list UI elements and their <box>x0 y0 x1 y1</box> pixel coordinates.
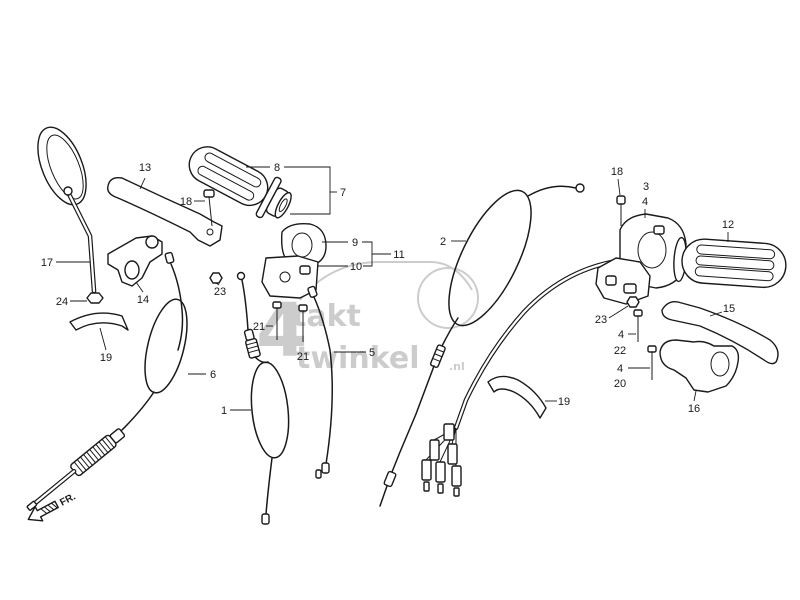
cable-2 <box>379 183 585 507</box>
front-arrow-icon <box>27 500 59 522</box>
grip-right <box>673 236 787 289</box>
housing-lower-left <box>261 255 319 299</box>
leader-line <box>693 390 697 402</box>
watermark-suffix: .nl <box>449 360 465 373</box>
callout: 6 <box>210 369 216 381</box>
callout: 18 <box>180 196 192 208</box>
lever-left <box>107 176 223 247</box>
switch-housing-right <box>595 213 687 305</box>
watermark-line1: takt <box>292 299 361 334</box>
lever-right <box>661 300 779 365</box>
leader-line <box>135 281 144 293</box>
screw-a <box>272 301 282 340</box>
cable-5 <box>307 285 333 479</box>
callout: 15 <box>723 303 735 315</box>
callout: 10 <box>350 261 362 273</box>
clamp-band-right <box>487 375 547 419</box>
lever-bracket-right <box>659 339 740 393</box>
callouts: 17 24 19 13 14 18 23 8 7 9 11 10 21 21 5… <box>41 162 735 417</box>
leader-line <box>608 305 629 319</box>
leader-lines <box>56 166 729 411</box>
callout: 23 <box>595 314 607 326</box>
cable-1 <box>236 271 290 525</box>
callout: 4 <box>617 363 623 375</box>
callout: 21 <box>297 351 309 363</box>
callout: 5 <box>369 347 375 359</box>
leader-line <box>139 177 146 190</box>
leader-line <box>215 282 220 286</box>
watermark-numeral: 4 <box>256 288 308 374</box>
leader-line <box>99 327 107 351</box>
callout: 12 <box>722 219 734 231</box>
screw-right-lower <box>647 345 657 380</box>
bolt-right <box>616 195 626 226</box>
callout: 22 <box>614 345 626 357</box>
callout: 1 <box>221 405 227 417</box>
bolt-left <box>203 189 215 227</box>
callout: 24 <box>56 296 68 308</box>
callout: 19 <box>100 352 112 364</box>
screw-right-upper <box>633 309 643 342</box>
connector-block <box>421 423 462 497</box>
callout: 17 <box>41 257 53 269</box>
nut-right <box>626 296 640 308</box>
mirror <box>37 126 97 294</box>
mirror-nut <box>86 292 104 304</box>
clamp-band-left <box>69 312 129 331</box>
callout: 2 <box>440 236 446 248</box>
leader-line <box>709 311 723 317</box>
wire-harness <box>421 259 615 497</box>
callout: 21 <box>253 321 265 333</box>
grip-left <box>188 146 292 219</box>
callout: 23 <box>214 286 226 298</box>
callout: 4 <box>642 196 648 208</box>
callout: 19 <box>558 396 570 408</box>
cable-6 <box>26 251 188 511</box>
callout: 9 <box>352 237 358 249</box>
callout: 14 <box>137 294 149 306</box>
callout: 11 <box>393 249 404 261</box>
callout: 16 <box>688 403 700 415</box>
callout: 4 <box>618 329 624 341</box>
watermark-wheel <box>417 267 479 329</box>
callout: 7 <box>340 187 346 199</box>
lever-bracket-left <box>107 235 163 287</box>
watermark-line2: twinkel <box>296 341 419 376</box>
nut-left <box>209 272 223 284</box>
leader-line <box>284 166 331 215</box>
front-label: FR. <box>58 491 78 508</box>
callout: 18 <box>611 166 623 178</box>
callout: 8 <box>274 162 280 174</box>
callout: 20 <box>614 378 626 390</box>
leader-line <box>617 178 621 196</box>
callout: 13 <box>139 162 151 174</box>
callout: 3 <box>643 181 649 193</box>
leader-line <box>362 241 391 267</box>
screw-b <box>298 304 308 342</box>
watermark-body <box>299 261 473 301</box>
